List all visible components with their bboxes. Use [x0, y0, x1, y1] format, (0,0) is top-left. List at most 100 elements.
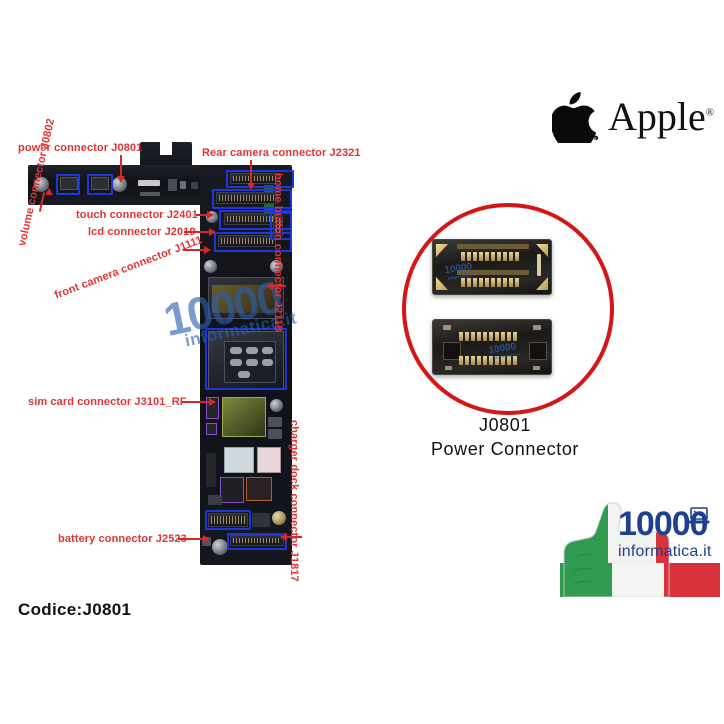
brand-name: informatica.it	[618, 543, 712, 560]
pin-row-upper	[461, 252, 519, 261]
corner-tab	[536, 277, 548, 290]
highlight-box-sim-connector	[205, 328, 287, 390]
smd-component	[206, 453, 216, 487]
leader-line	[196, 214, 208, 216]
smd-component	[208, 495, 222, 505]
registered-mark: ®	[705, 106, 715, 119]
arrow-head	[209, 398, 216, 406]
smd-chip	[246, 477, 272, 501]
smd-component	[252, 513, 270, 527]
screw-pad	[270, 260, 283, 273]
highlight-box-rear-camera	[226, 170, 294, 188]
part-caption-name: Power Connector	[430, 439, 580, 459]
brand-number: 10000	[618, 505, 709, 543]
pin-row-upper	[459, 332, 517, 341]
rear-camera-connector-j2321	[230, 173, 280, 184]
highlight-box-volume-connector	[56, 174, 80, 195]
rf-shield	[257, 447, 281, 473]
smd-chip	[206, 423, 217, 435]
smd-component	[191, 182, 198, 189]
highlight-box-front-camera	[214, 232, 292, 252]
product-code-label: Codice:J0801	[18, 600, 132, 619]
micro-connector-j0801	[91, 177, 109, 190]
arrow-head	[203, 535, 210, 543]
highlight-box-touch-connector	[212, 189, 292, 209]
arrow-head	[266, 282, 273, 290]
alignment-mark	[445, 366, 452, 370]
sim-contact	[262, 347, 273, 354]
smd-component	[138, 180, 160, 186]
socket-slot	[529, 342, 547, 360]
annotation-power-connector: power connector J0801	[18, 142, 143, 154]
highlight-circle	[402, 203, 614, 415]
alignment-mark	[533, 325, 541, 330]
connector-photo-top-view: 10000 informatica.it	[432, 239, 552, 295]
arrow-head	[45, 188, 53, 195]
annotation-home-button-connector: home button connector J2118	[272, 173, 284, 332]
sim-contact	[246, 359, 258, 366]
apple-brand-block: R Apple®	[550, 86, 714, 148]
rf-shield	[224, 447, 254, 473]
highlight-box-battery-connector	[205, 510, 251, 530]
alignment-mark	[443, 325, 451, 330]
screw-pad	[204, 260, 217, 273]
annotation-sim-card-connector: sim card connector J3101_RF	[28, 396, 187, 408]
brand-text: 10000 informatica.it	[618, 507, 712, 560]
alignment-mark	[533, 366, 540, 370]
corner-tab	[436, 277, 448, 290]
sim-contact	[262, 359, 273, 366]
connector-photo-socket-view: 10000 informatica.it	[432, 319, 552, 375]
italian-flag-thumbs-up-icon	[560, 485, 720, 597]
annotation-rear-camera-connector: Rear camera connector J2321	[202, 147, 361, 159]
contact-strip	[457, 270, 529, 275]
annotation-charger-dock-connector: charger dock connector J1817	[288, 420, 300, 582]
micro-connector-j0802	[60, 177, 78, 190]
smd-component	[180, 181, 186, 189]
screw-pad	[270, 399, 283, 412]
arrow-head	[209, 228, 216, 236]
brand-logo-block: 10000 informatica.it	[560, 485, 720, 597]
arrow-head	[247, 183, 255, 190]
leader-line	[120, 155, 122, 177]
leader-line	[272, 285, 286, 287]
board-tab-notch	[160, 142, 172, 155]
pmic-chip	[222, 397, 266, 437]
annotation-touch-connector: touch connector J2401	[76, 209, 198, 221]
smd-component	[268, 417, 282, 427]
highlight-box-charger-dock	[227, 533, 287, 550]
leader-line	[178, 538, 204, 540]
highlight-box-power-connector	[87, 174, 113, 195]
sim-contact	[230, 359, 242, 366]
arrow-head	[117, 176, 125, 183]
arrow-head	[280, 533, 287, 541]
gold-pad	[272, 511, 286, 525]
part-caption-code: J0801	[478, 415, 532, 435]
socket-slot	[443, 342, 461, 360]
leader-line	[250, 160, 252, 184]
side-contact	[537, 254, 541, 276]
sim-contact	[230, 347, 242, 354]
smd-chip	[220, 477, 244, 503]
apple-wordmark: Apple®	[608, 94, 715, 139]
screw-pad	[212, 539, 228, 555]
leader-line	[286, 536, 302, 538]
annotation-lcd-connector: lcd connector J2019	[88, 226, 196, 238]
smd-component	[168, 179, 177, 191]
front-camera-connector-j1111	[218, 235, 276, 247]
touch-connector-j2401	[216, 192, 278, 204]
home-button-connector-j2118	[273, 215, 283, 237]
battery-connector-j2523	[208, 513, 248, 527]
leader-line	[184, 231, 210, 233]
arrow-head	[204, 246, 211, 254]
brand-tld: .it	[698, 543, 712, 560]
svg-text:R: R	[594, 136, 598, 141]
corner-tab	[436, 244, 448, 257]
laptop-icon	[688, 507, 710, 524]
arrow-head	[207, 211, 214, 219]
pin-row-lower	[461, 278, 519, 287]
sim-contact	[238, 371, 250, 378]
part-photo-panel: 10000 informatica.it 10000 informatica.i…	[390, 195, 620, 459]
sim-contact	[246, 347, 258, 354]
leader-line	[183, 249, 205, 251]
